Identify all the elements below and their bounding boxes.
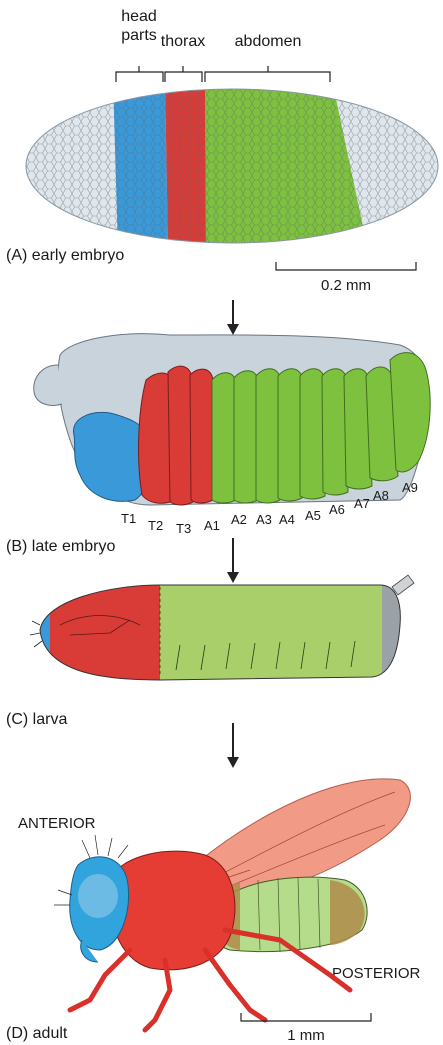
scale-label-embryo: 0.2 mm bbox=[321, 277, 371, 294]
segment-label: A9 bbox=[402, 480, 418, 495]
segment-label: T1 bbox=[121, 511, 136, 526]
segment-label: A1 bbox=[204, 518, 220, 533]
segment-label: T3 bbox=[176, 521, 191, 536]
label-abdomen: abdomen bbox=[235, 33, 302, 50]
segment-label: A5 bbox=[305, 508, 321, 523]
compound-eye bbox=[78, 874, 118, 918]
label-head: head bbox=[121, 8, 157, 25]
caption-late-embryo: (B) late embryo bbox=[6, 538, 115, 555]
arrow-a-to-b bbox=[227, 300, 239, 335]
segment-label: A6 bbox=[329, 502, 345, 517]
label-thorax: thorax bbox=[161, 33, 205, 50]
segment-label: A3 bbox=[256, 512, 272, 527]
caption-adult: (D) adult bbox=[6, 1025, 68, 1042]
early-embryo: head parts thorax abdomen (A) early embr… bbox=[6, 8, 440, 294]
segment-label: A7 bbox=[354, 496, 370, 511]
arrow-c-to-d bbox=[227, 723, 239, 768]
segment-label: A8 bbox=[373, 488, 389, 503]
larva: (C) larva bbox=[6, 575, 414, 728]
scale-label-adult: 1 mm bbox=[287, 1027, 325, 1044]
caption-early-embryo: (A) early embryo bbox=[6, 247, 124, 264]
late-embryo: T1 T2 T3 A1 A2 A3 A4 A5 A6 A7 A8 A9 (B) … bbox=[6, 334, 430, 555]
label-anterior: ANTERIOR bbox=[18, 815, 96, 832]
label-parts: parts bbox=[121, 27, 157, 44]
adult-fly: ANTERIOR POSTERIOR bbox=[6, 779, 421, 1044]
segment-label: T2 bbox=[148, 518, 163, 533]
segment-label: A4 bbox=[279, 512, 295, 527]
scale-bar-embryo: 0.2 mm bbox=[276, 262, 416, 294]
label-posterior: POSTERIOR bbox=[332, 965, 421, 982]
thoracic-segments bbox=[139, 366, 213, 505]
arrow-b-to-c bbox=[227, 538, 239, 583]
caption-larva: (C) larva bbox=[6, 711, 67, 728]
segment-label: A2 bbox=[231, 512, 247, 527]
region-brackets bbox=[116, 66, 330, 82]
